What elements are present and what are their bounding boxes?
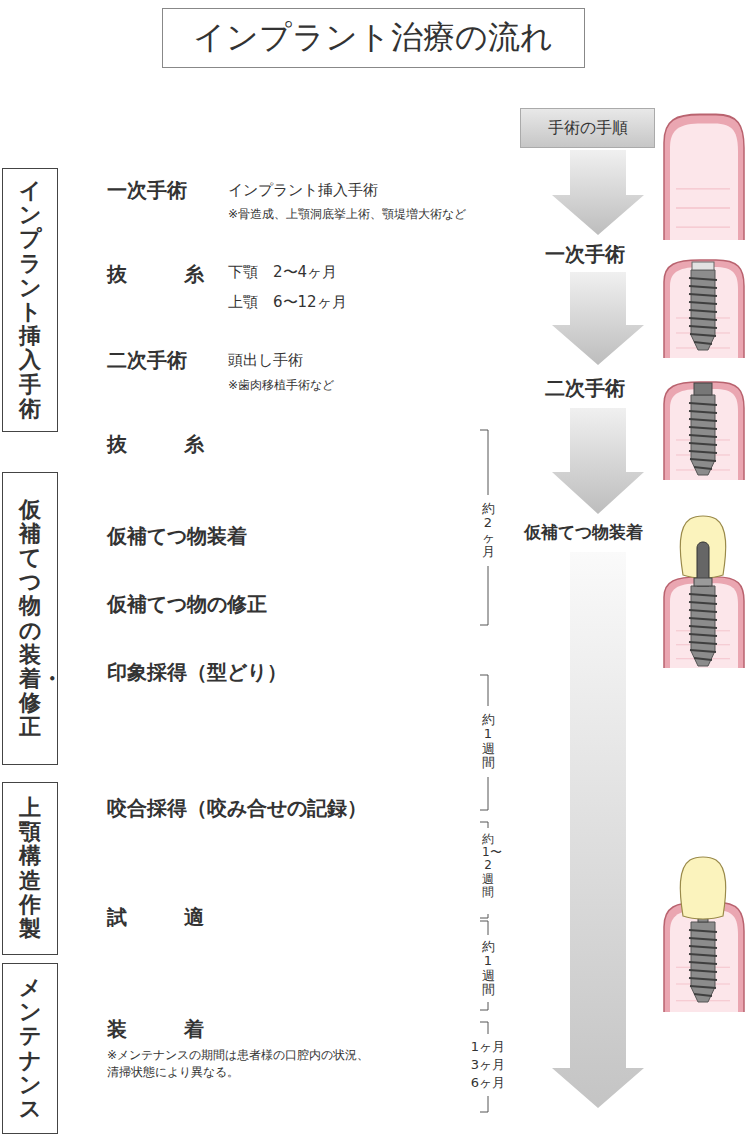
flow-arrow: [552, 408, 644, 514]
step-label-wrap: 試適: [107, 905, 261, 929]
step-label-wrap: 仮補てつ物装着: [107, 524, 247, 548]
period-label-wrap: 約1週間: [482, 940, 495, 997]
category-label: 仮補てつ物の装着・修正: [19, 498, 41, 740]
period-label-wrap: 1ヶ月: [471, 1039, 505, 1055]
temporary-crown-illustration: [664, 516, 744, 668]
implant-illustration: [664, 260, 744, 358]
flow-label: 二次手術: [545, 376, 625, 400]
period-label-wrap: 約1〜2週間: [482, 833, 494, 899]
implant-illustration: [664, 382, 744, 480]
flow-label: 一次手術: [545, 242, 625, 266]
category-box: 上顎構造作製: [2, 782, 58, 955]
period-label: 約1週間: [482, 940, 495, 997]
flow-arrow: [552, 272, 644, 365]
category-label: 上顎構造作製: [19, 796, 41, 941]
step-label-wrap: 装着: [107, 1017, 261, 1041]
category-box: メンテナンス: [2, 963, 58, 1134]
flow-arrow: [552, 150, 644, 235]
step-note-wrap: ※骨造成、上顎洞底挙上術、顎堤増大術など: [228, 207, 466, 221]
step-label-wrap: 一次手術: [107, 178, 187, 202]
step-detail-wrap: インプラント挿入手術: [228, 181, 378, 199]
period-label: 6ヶ月: [471, 1075, 505, 1091]
maintenance-note: ※メンテナンスの期間は患者様の口腔内の状況、 清掃状態により異なる。: [107, 1047, 379, 1082]
step-detail: 下顎 2〜4ヶ月: [228, 263, 337, 281]
step-note: ※歯肉移植手術など: [228, 378, 334, 392]
step-label-wrap: 抜糸: [107, 432, 261, 456]
period-label-wrap: 約1週間: [482, 713, 495, 770]
step-note: ※骨造成、上顎洞底挙上術、顎堤増大術など: [228, 207, 466, 221]
step-label: 試適: [107, 905, 261, 929]
step-label-wrap: 咬合採得（咬み合せの記録）: [107, 796, 367, 820]
category-label: メンテナンス: [19, 976, 41, 1121]
header-box: 手術の手順: [520, 108, 655, 148]
period-label: 約1〜2週間: [482, 833, 494, 899]
title-box: インプラント治療の流れ: [162, 8, 585, 68]
step-label: 印象採得（型どり）: [107, 660, 287, 684]
step-label: 装着: [107, 1017, 261, 1041]
period-label: 約1週間: [482, 713, 495, 770]
period-label-wrap: 6ヶ月: [471, 1075, 505, 1091]
long-arrow: [552, 552, 644, 1108]
period-label: 1ヶ月: [471, 1039, 505, 1055]
title-text: インプラント治療の流れ: [193, 16, 553, 60]
flow-label-wrap: 二次手術: [545, 376, 625, 400]
header-label: 手術の手順: [548, 118, 628, 139]
step-note-wrap: ※歯肉移植手術など: [228, 378, 334, 392]
category-label: インプラント挿入手術: [19, 179, 41, 421]
flow-label: 仮補てつ物装着: [524, 522, 643, 542]
category-box: インプラント挿入手術: [2, 168, 58, 432]
step-label: 仮補てつ物装着: [107, 524, 247, 548]
gum-illustration: [664, 115, 744, 240]
step-label: 一次手術: [107, 178, 187, 202]
step-label: 抜糸: [107, 432, 261, 456]
step-detail-wrap: 下顎 2〜4ヶ月: [228, 263, 337, 281]
step-detail: 上顎 6〜12ヶ月: [228, 293, 347, 311]
category-box: 仮補てつ物の装着・修正: [2, 472, 58, 765]
step-detail: 頭出し手術: [228, 351, 303, 369]
step-label: 二次手術: [107, 348, 187, 372]
step-label-wrap: 印象採得（型どり）: [107, 660, 287, 684]
step-label-wrap: 二次手術: [107, 348, 187, 372]
step-detail-wrap: 頭出し手術: [228, 351, 303, 369]
step-label: 咬合採得（咬み合せの記録）: [107, 796, 367, 820]
step-detail-wrap: 上顎 6〜12ヶ月: [228, 293, 347, 311]
step-detail: インプラント挿入手術: [228, 181, 378, 199]
final-crown-illustration: [664, 857, 744, 1012]
flow-label-wrap: 一次手術: [545, 242, 625, 266]
period-label-wrap: 約2ヶ月: [482, 502, 495, 559]
maintenance-note-wrap: ※メンテナンスの期間は患者様の口腔内の状況、 清掃状態により異なる。: [107, 1047, 379, 1082]
flow-label-wrap: 仮補てつ物装着: [524, 522, 643, 542]
step-label-wrap: 仮補てつ物の修正: [107, 592, 267, 616]
period-label: 3ヶ月: [471, 1057, 505, 1073]
step-label: 仮補てつ物の修正: [107, 592, 267, 616]
period-label: 約2ヶ月: [482, 502, 495, 559]
period-label-wrap: 3ヶ月: [471, 1057, 505, 1073]
